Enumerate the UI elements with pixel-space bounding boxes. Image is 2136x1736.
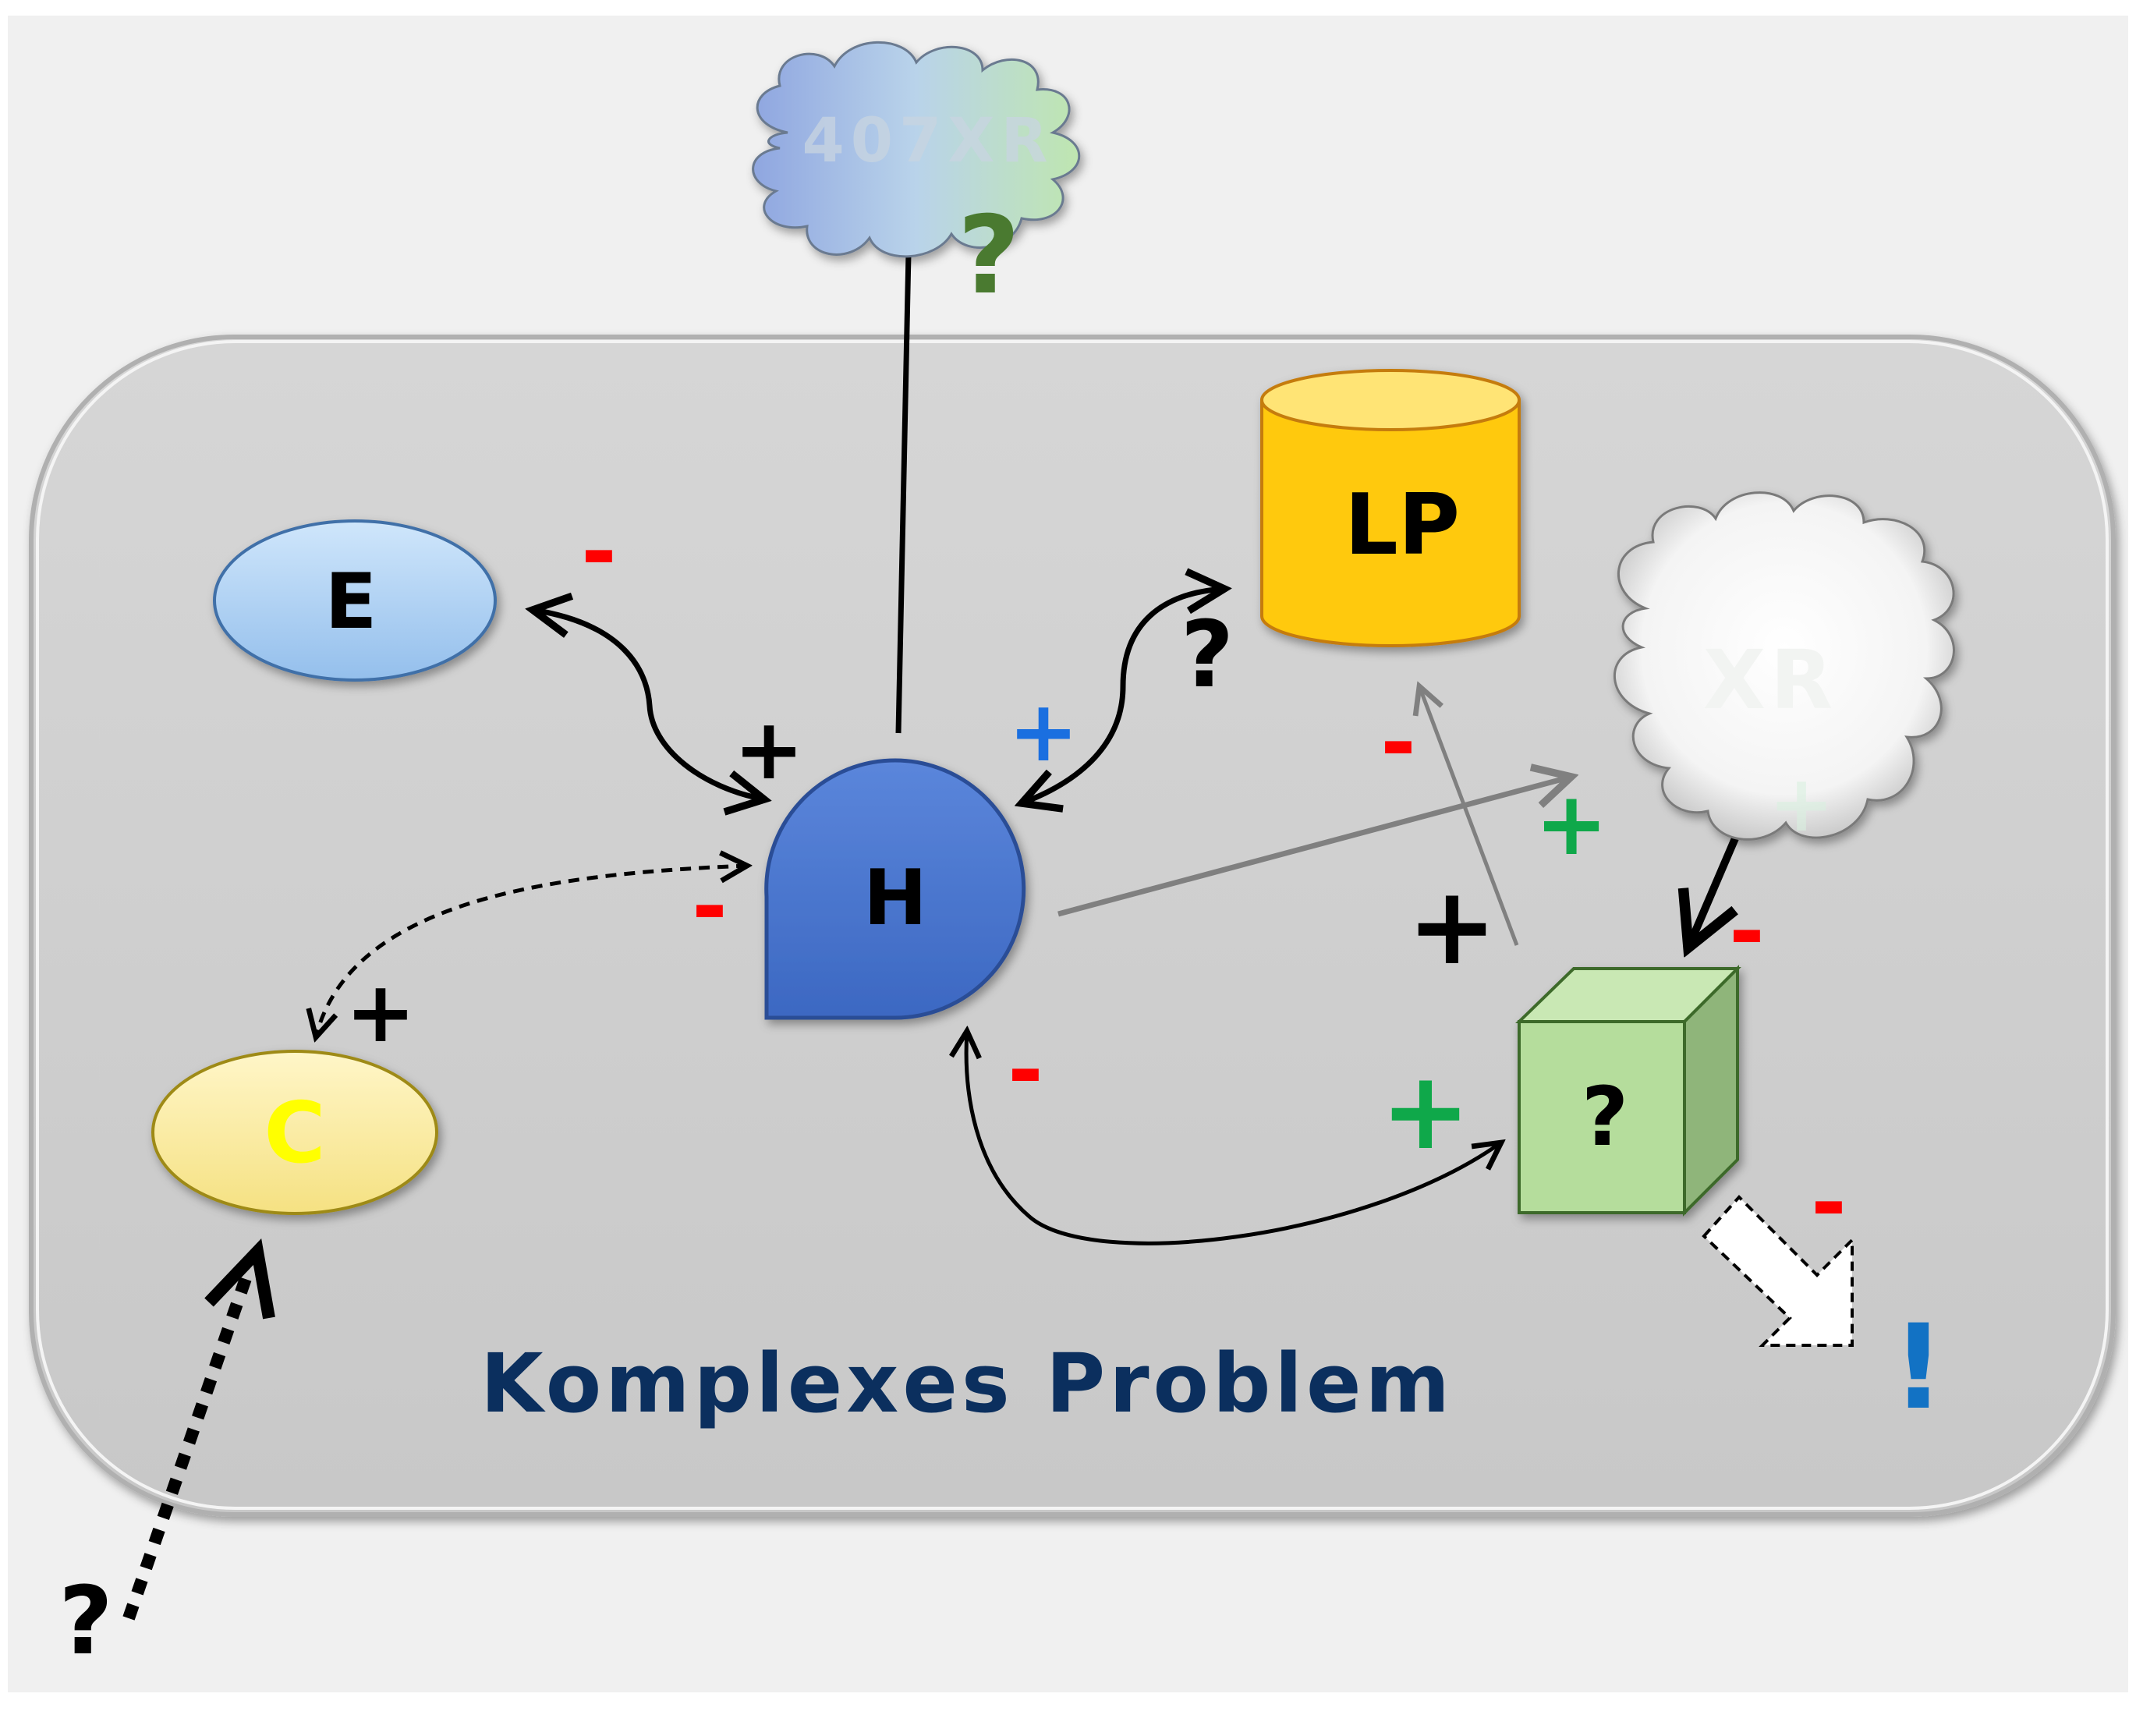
- connector-h-lp: [1022, 589, 1224, 803]
- connector-cube-h: [966, 1031, 1501, 1245]
- connector-xr-cube: [1688, 837, 1739, 948]
- sign-lp-minus: -: [1380, 693, 1416, 792]
- connector-h-c: [316, 866, 747, 1037]
- connector-e-h: [533, 610, 764, 799]
- cube-label: ?: [1582, 1069, 1628, 1164]
- lp-label: LP: [1344, 477, 1460, 574]
- sign-external-question: ?: [58, 1568, 113, 1676]
- sign-lp-question: ?: [1181, 601, 1234, 708]
- panel-highlight: [36, 340, 2109, 1510]
- sign-output-minus: -: [1811, 1153, 1847, 1252]
- sign-e-plus: +: [734, 701, 805, 799]
- sign-cube-plus-black: +: [1407, 863, 1497, 989]
- connector-external-c-head: [204, 1238, 275, 1320]
- e-node[interactable]: [213, 519, 497, 682]
- connector-h-cloud: [895, 253, 912, 734]
- connector-external-c: [122, 1265, 256, 1621]
- h-label: H: [863, 854, 927, 943]
- page-title: Komplexes Problem: [480, 1336, 1454, 1431]
- h-node[interactable]: [764, 758, 1026, 1020]
- sign-h-minus: -: [692, 856, 728, 956]
- cube-node[interactable]: [1515, 965, 1741, 1217]
- sign-h-bottom-minus: -: [1008, 1020, 1043, 1120]
- sign-xr-plus: +: [1535, 774, 1608, 875]
- sign-cloud-question: ?: [958, 193, 1020, 318]
- cloud-top-node[interactable]: [752, 41, 1081, 258]
- sign-e-minus: -: [581, 501, 617, 601]
- lp-node[interactable]: [1260, 369, 1521, 647]
- sign-xr-minus: -: [1729, 881, 1765, 981]
- sign-xr-plus-faint: +: [1769, 758, 1834, 849]
- connector-cube-lp: [1419, 686, 1519, 946]
- c-node[interactable]: [151, 1050, 438, 1215]
- sign-lp-plus: +: [1008, 683, 1079, 781]
- connector-h-xr: [1057, 777, 1571, 917]
- cloud-top-label: 407XR: [802, 106, 1054, 176]
- c-label: C: [264, 1085, 325, 1182]
- output-arrow: [1702, 1195, 1854, 1347]
- sign-c-plus: +: [345, 964, 416, 1061]
- e-label: E: [325, 558, 377, 647]
- xr-node[interactable]: [1613, 491, 1955, 841]
- xr-label: XR: [1703, 632, 1837, 728]
- sign-exclamation: !: [1892, 1300, 1945, 1436]
- sign-cube-plus-green: +: [1380, 1048, 1471, 1174]
